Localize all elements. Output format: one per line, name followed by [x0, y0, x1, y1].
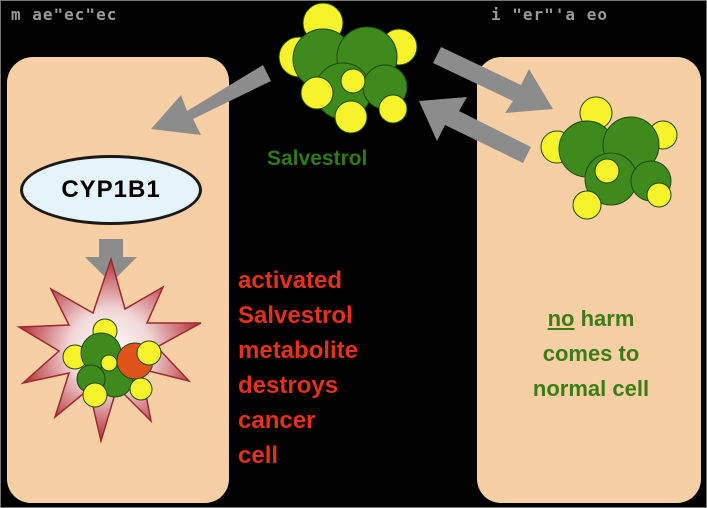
- cancer-outcome-line: Salvestrol: [238, 302, 353, 329]
- header-right-text: i "er"'a eo: [491, 5, 608, 24]
- salvestrol-label: Salvestrol: [267, 147, 368, 170]
- harm-word: harm: [574, 306, 635, 331]
- arrow-back-to-molecule-icon: [419, 97, 531, 163]
- cancer-outcome-text: activated Salvestrol metabolite destroys…: [238, 263, 358, 473]
- cancer-outcome-line: activated: [238, 267, 343, 294]
- no-emphasis: no: [547, 306, 575, 331]
- normal-outcome-line-3: normal cell: [532, 376, 650, 401]
- arrow-to-enzyme-icon: [151, 65, 271, 135]
- activated-molecule-icon: [62, 318, 162, 408]
- cancer-outcome-line: destroys: [238, 372, 339, 399]
- cancer-outcome-line: cell: [238, 442, 279, 469]
- cancer-outcome-line: cancer: [238, 407, 316, 434]
- salvestrol-molecule-icon: [540, 96, 678, 220]
- cyp1b1-enzyme: CYP1B1: [20, 155, 202, 225]
- cancer-outcome-line: metabolite: [238, 337, 359, 364]
- normal-outcome-text: no harm comes to normal cell: [488, 301, 694, 406]
- normal-outcome-line-2: comes to: [542, 341, 640, 366]
- header-left-text: m ae"ec"ec: [11, 5, 118, 24]
- salvestrol-molecule-icon: [278, 2, 418, 134]
- normal-outcome-line-1: no harm: [488, 301, 694, 336]
- arrow-to-normal-cell-icon: [433, 47, 553, 113]
